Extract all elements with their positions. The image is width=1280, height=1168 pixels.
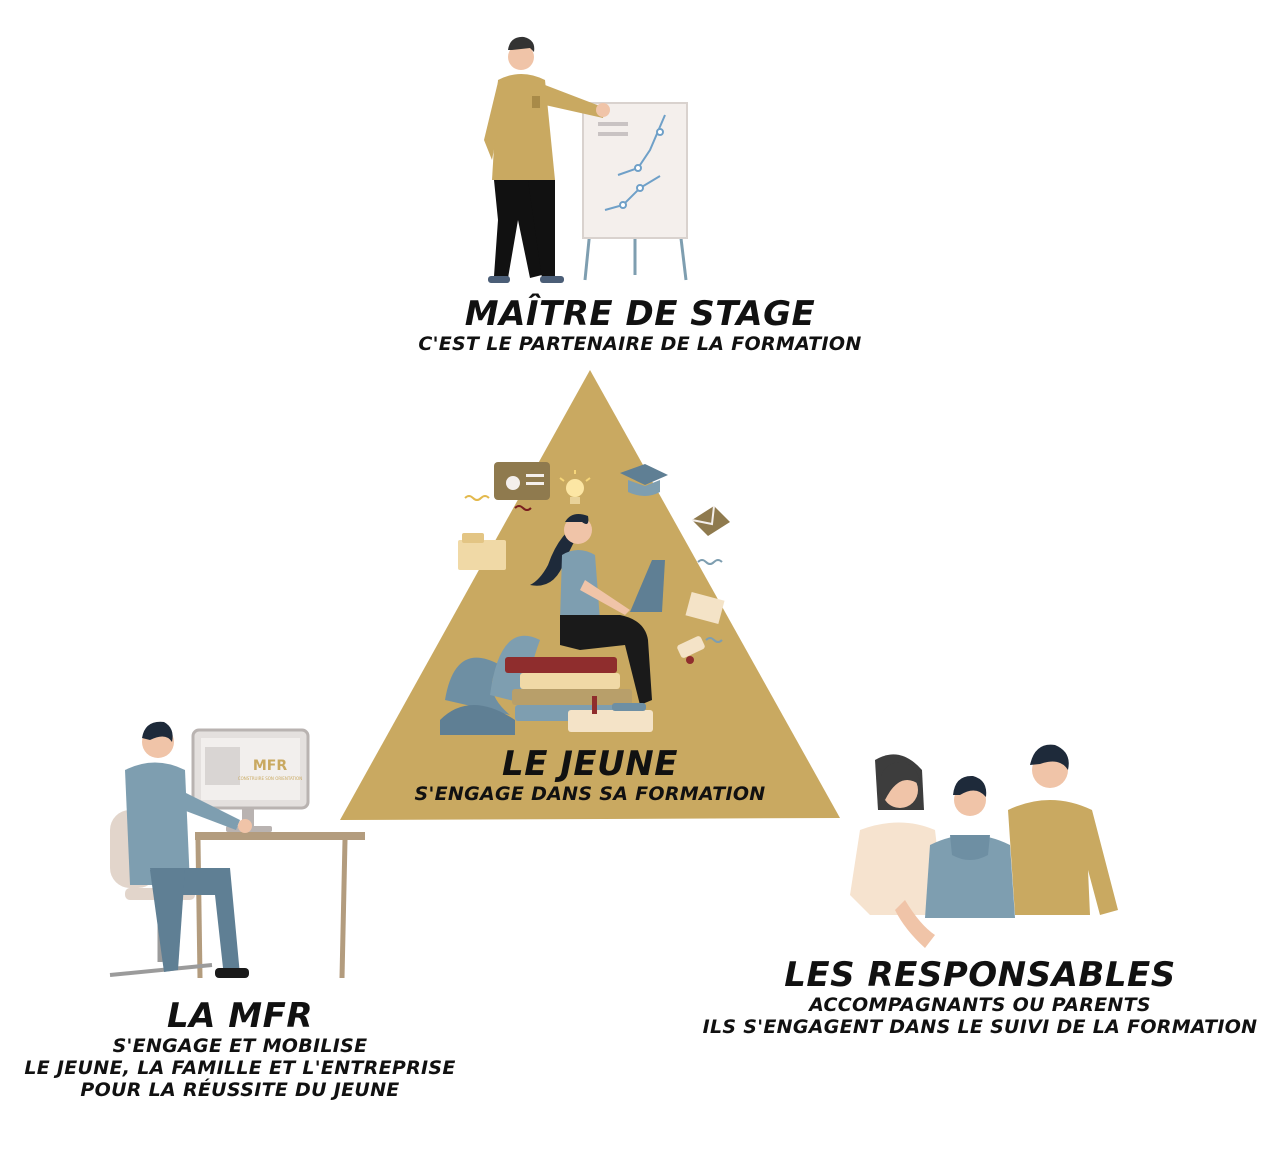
mfr-illustration: MFR CONSTRUIRE SON ORIENTATION bbox=[109, 721, 365, 979]
screen-logo: MFR bbox=[253, 758, 287, 774]
mfr-label: LA MFR S'ENGAGE ET MOBILISE LE JEUNE, LA… bbox=[10, 996, 470, 1102]
graduation-cap-icon bbox=[620, 464, 668, 496]
computer-icon: MFR CONSTRUIRE SON ORIENTATION bbox=[191, 728, 310, 832]
mfr-line-3: POUR LA RÉUSSITE DU JEUNE bbox=[80, 1078, 400, 1101]
responsables-line-1: ACCOMPAGNANTS OU PARENTS bbox=[809, 994, 1151, 1017]
master-subtitle: C'EST LE PARTENAIRE DE LA FORMATION bbox=[418, 333, 862, 356]
master-title: MAÎTRE DE STAGE bbox=[464, 294, 816, 334]
screen-tagline: CONSTRUIRE SON ORIENTATION bbox=[238, 776, 302, 781]
master-label: MAÎTRE DE STAGE C'EST LE PARTENAIRE DE L… bbox=[340, 294, 940, 356]
id-card-icon bbox=[494, 462, 550, 500]
notebook-icon bbox=[685, 592, 725, 624]
responsables-illustration bbox=[850, 744, 1118, 948]
youth-title: LE JEUNE bbox=[502, 744, 678, 784]
youth-label: LE JEUNE S'ENGAGE DANS SA FORMATION bbox=[390, 744, 790, 806]
mfr-title: LA MFR bbox=[166, 996, 314, 1036]
responsables-label: LES RESPONSABLES ACCOMPAGNANTS OU PARENT… bbox=[690, 955, 1270, 1039]
flipchart-icon bbox=[582, 102, 688, 281]
mfr-line-1: S'ENGAGE ET MOBILISE bbox=[112, 1035, 368, 1058]
diploma-icon bbox=[677, 636, 705, 664]
responsables-title: LES RESPONSABLES bbox=[784, 955, 1176, 995]
student-person bbox=[530, 514, 665, 711]
mfr-line-2: LE JEUNE, LA FAMILLE ET L'ENTREPRISE bbox=[24, 1056, 456, 1079]
books-icon bbox=[505, 657, 653, 732]
lightbulb-icon bbox=[559, 470, 591, 504]
envelope-icon bbox=[691, 505, 730, 536]
master-person bbox=[484, 36, 610, 283]
responsables-line-2: ILS S'ENGAGENT DANS LE SUIVI DE LA FORMA… bbox=[702, 1015, 1258, 1038]
master-illustration bbox=[484, 36, 688, 283]
youth-subtitle: S'ENGAGE DANS SA FORMATION bbox=[414, 783, 766, 806]
folder-icon bbox=[458, 533, 506, 570]
